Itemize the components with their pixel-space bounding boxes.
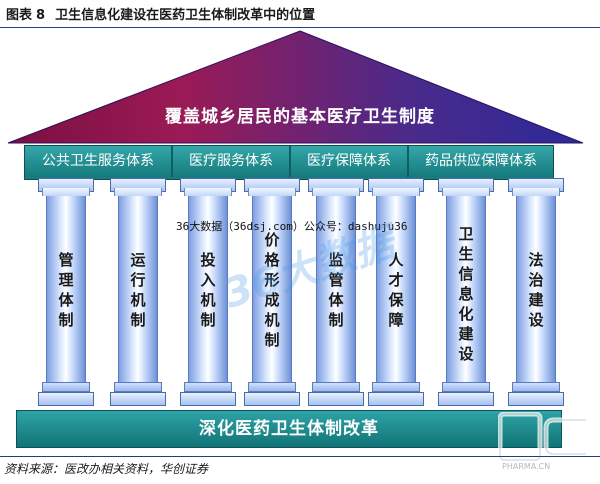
pillar-shaft-rule-of-law — [516, 196, 556, 383]
pillar-cap-lower — [248, 188, 296, 196]
pillar-base-upper — [372, 382, 420, 392]
pillar-cap-lower — [512, 188, 560, 196]
pillar-base — [438, 392, 494, 406]
source-rule — [0, 456, 600, 457]
figure-label: 图表 — [6, 8, 33, 23]
pillar-base — [180, 392, 236, 406]
pillar-label-operation: 运 行 机 制 — [130, 250, 146, 329]
systems-beam: 公共卫生服务体系 医疗服务体系 医疗保障体系 药品供应保障体系 — [24, 145, 554, 180]
system-medical-insurance: 医疗保障体系 — [291, 146, 409, 177]
pillar-base-upper — [442, 382, 490, 392]
pillar-shaft-investment — [188, 196, 228, 383]
figure-number: 8 — [36, 8, 46, 23]
roof-text: 覆盖城乡居民的基本医疗卫生制度 — [165, 107, 435, 127]
pillar-shaft-supervision — [316, 196, 356, 383]
pillar-base-upper — [248, 382, 296, 392]
pillar-label-health-it: 卫 生 信 息 化 建 设 — [458, 225, 474, 363]
pillar-base — [38, 392, 94, 406]
pillar-shaft-health-it — [446, 196, 486, 383]
pillar-base — [308, 392, 364, 406]
pillar-base — [368, 392, 424, 406]
pillar-base-upper — [184, 382, 232, 392]
roof-shape — [7, 30, 584, 144]
pillar-cap-lower — [312, 188, 360, 196]
pillar-base — [110, 392, 166, 406]
foundation: 深化医药卫生体制改革 — [16, 410, 562, 448]
pillar-shaft-talent — [376, 196, 416, 383]
pillar-cap-lower — [184, 188, 232, 196]
pillar-label-rule-of-law: 法 治 建 设 — [528, 250, 544, 329]
pc-logo-icon: PHARMA.CN — [498, 412, 586, 470]
pillar-shaft-management — [46, 196, 86, 383]
title-rule — [0, 27, 600, 28]
source-note: 资料来源：医改办相关资料，华创证券 — [4, 462, 209, 476]
pillar-shaft-pricing — [252, 196, 292, 383]
pillar-label-investment: 投 入 机 制 — [200, 250, 216, 329]
pillar-base — [244, 392, 300, 406]
pillar-base-upper — [42, 382, 90, 392]
system-drug-supply: 药品供应保障体系 — [409, 146, 553, 177]
pillar-cap-lower — [42, 188, 90, 196]
figure-title-text: 卫生信息化建设在医药卫生体制改革中的位置 — [55, 8, 316, 23]
pillar-cap-lower — [114, 188, 162, 196]
roof: 覆盖城乡居民的基本医疗卫生制度 — [0, 28, 600, 148]
watermark-text: 36大数据（36dsj.com）公众号：dashuju36 — [176, 220, 408, 233]
pillar-label-management: 管 理 体 制 — [58, 250, 74, 329]
pillar-cap-lower — [442, 188, 490, 196]
pillar-base-upper — [114, 382, 162, 392]
pillar-shaft-operation — [118, 196, 158, 383]
pillar-base-upper — [512, 382, 560, 392]
system-medical-service: 医疗服务体系 — [173, 146, 291, 177]
pillar-base — [508, 392, 564, 406]
pillar-cap-lower — [372, 188, 420, 196]
pillar-label-talent: 人 才 保 障 — [388, 250, 404, 329]
pillar-base-upper — [312, 382, 360, 392]
pillar-label-pricing: 价 格 形 成 机 制 — [264, 230, 280, 349]
pillar-label-supervision: 监 管 体 制 — [328, 250, 344, 329]
system-public-health: 公共卫生服务体系 — [25, 146, 173, 177]
svg-text:PHARMA.CN: PHARMA.CN — [502, 462, 550, 470]
